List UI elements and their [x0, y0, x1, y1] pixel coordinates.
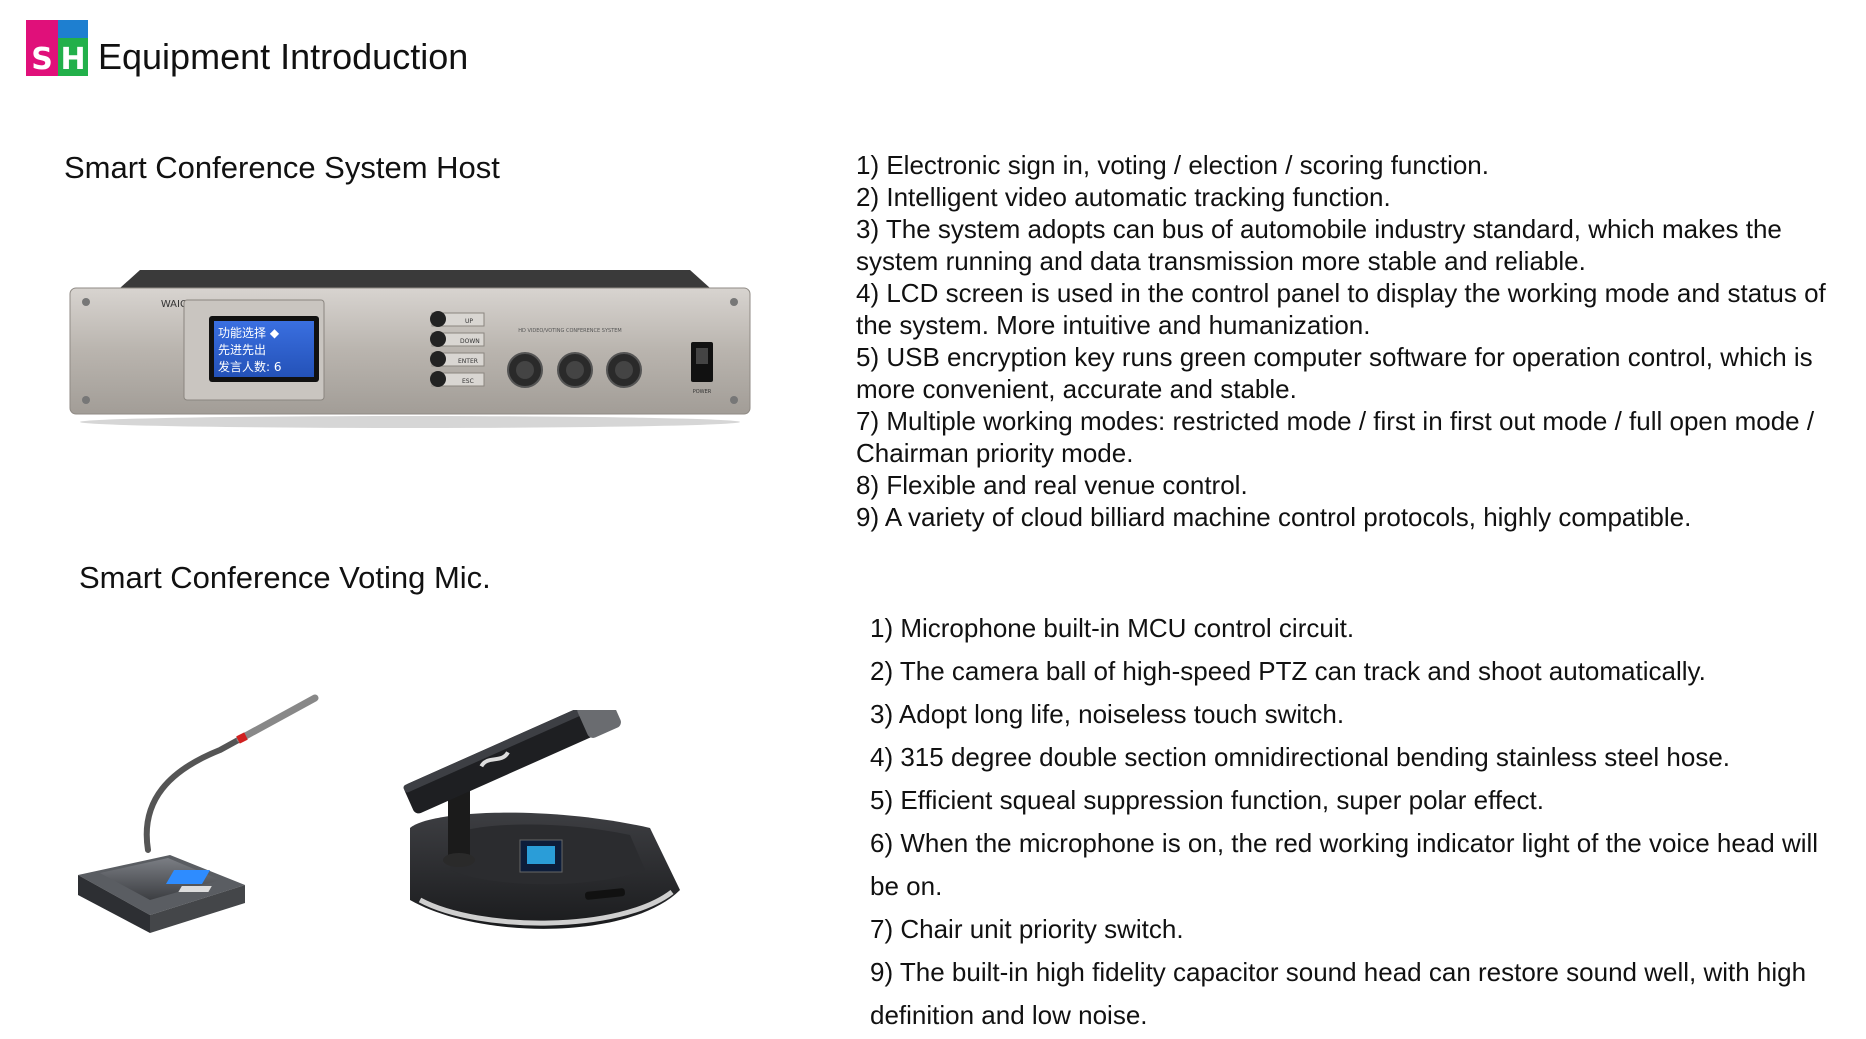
list-item: 7) Chair unit priority switch. — [870, 914, 1184, 944]
brand-label: WAICPA — [161, 299, 200, 310]
list-item: 4) 315 degree double section omnidirecti… — [870, 742, 1731, 772]
list-item: 6) When the microphone is on, the red wo… — [870, 828, 1819, 901]
host-feature-list: 1) Electronic sign in, voting / election… — [856, 149, 1846, 533]
list-item: 5) Efficient squeal suppression function… — [870, 785, 1544, 815]
mic-section-title: Smart Conference Voting Mic. — [79, 560, 491, 595]
svg-text:UP: UP — [465, 318, 473, 325]
conference-host-image: WAICPA 功能选择 ◆ 先进先出 发言人数: 6 UP DOWN ENTER… — [69, 270, 751, 428]
mic-feature-list: 1) Microphone built-in MCU control circu… — [870, 607, 1850, 1037]
svg-text:发言人数: 6: 发言人数: 6 — [218, 359, 282, 374]
list-item: 9) The built-in high fidelity capacitor … — [870, 957, 1807, 1030]
list-item: 3) Adopt long life, noiseless touch swit… — [870, 699, 1345, 729]
list-item: 1) Microphone built-in MCU control circu… — [870, 613, 1355, 643]
svg-text:POWER: POWER — [693, 389, 712, 395]
svg-text:ESC: ESC — [462, 378, 474, 385]
list-item: 9) A variety of cloud billiard machine c… — [856, 502, 1692, 532]
list-item: 8) Flexible and real venue control. — [856, 470, 1248, 500]
page-title: Equipment Introduction — [98, 36, 469, 77]
svg-text:功能选择 ◆: 功能选择 ◆ — [218, 326, 280, 340]
list-item: 7) Multiple working modes: restricted mo… — [856, 406, 1815, 468]
list-item: 2) The camera ball of high-speed PTZ can… — [870, 656, 1706, 686]
gooseneck-mic-image — [78, 694, 319, 933]
company-logo: S H — [26, 20, 88, 77]
svg-text:先进先出: 先进先出 — [218, 343, 266, 357]
list-item: 2) Intelligent video automatic tracking … — [856, 182, 1391, 212]
chairman-mic-image — [403, 710, 680, 929]
svg-text:ENTER: ENTER — [458, 358, 478, 365]
list-item: 4) LCD screen is used in the control pan… — [856, 278, 1826, 340]
svg-text:H: H — [60, 42, 85, 76]
list-item: 3) The system adopts can bus of automobi… — [856, 214, 1782, 276]
lcd-screen — [214, 321, 314, 377]
host-section-title: Smart Conference System Host — [64, 150, 500, 185]
svg-text:HD VIDEO/VOTING CONFERENCE SYS: HD VIDEO/VOTING CONFERENCE SYSTEM — [518, 328, 621, 334]
svg-text:DOWN: DOWN — [460, 338, 480, 345]
host-buttons: UP DOWN ENTER ESC — [430, 311, 485, 387]
svg-text:S: S — [31, 42, 53, 76]
list-item: 5) USB encryption key runs green compute… — [856, 342, 1813, 404]
list-item: 1) Electronic sign in, voting / election… — [856, 150, 1489, 180]
